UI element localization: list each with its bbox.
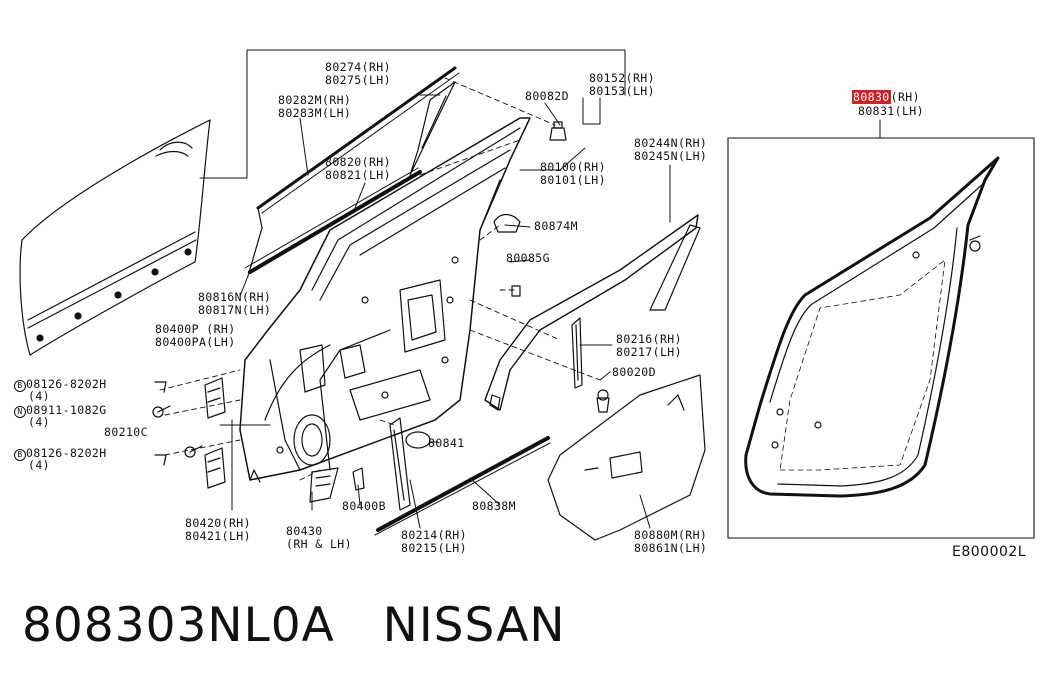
callout-80830-highlighted: 80830(RH) (852, 90, 920, 104)
callout-80274: 80274(RH) (325, 60, 391, 74)
callout-80210c: 80210C (104, 425, 148, 439)
callout-80244n: 80244N(RH) (634, 136, 708, 150)
bolt-qty-upper: (4) (28, 389, 50, 403)
callout-80400p: 80400P (RH) (155, 322, 236, 336)
callout-80283m: 80283M(LH) (278, 106, 352, 120)
callout-80282m: 80282M(RH) (278, 93, 352, 107)
division-bar (571, 317, 583, 389)
callout-80861n: 80861N(LH) (634, 541, 708, 555)
callout-80101: 80101(LH) (540, 173, 606, 187)
callout-80421: 80421(LH) (185, 529, 251, 543)
nut-symbol-icon: N (14, 406, 26, 418)
callout-80082d: 80082D (525, 89, 569, 103)
footer-caption: 808303NL0A NISSAN (22, 598, 566, 653)
parts-diagram (19, 49, 1035, 541)
callout-80420: 80420(RH) (185, 516, 251, 530)
callout-80841: 80841 (428, 436, 465, 450)
callout-80430: 80430 (286, 524, 323, 538)
callout-80820: 80820(RH) (325, 155, 391, 169)
callout-80245n: 80245N(LH) (634, 149, 708, 163)
callout-80020d: 80020D (612, 365, 656, 379)
glass-run-sash (244, 66, 460, 277)
callout-80085g: 80085G (506, 251, 550, 265)
callout-80831: 80831(LH) (858, 104, 924, 118)
assembly-guides (159, 77, 601, 481)
callout-80217: 80217(LH) (616, 345, 682, 359)
callout-80214: 80214(RH) (401, 528, 467, 542)
bolt-qty-lower: (4) (28, 458, 50, 472)
callout-80880m: 80880M(RH) (634, 528, 708, 542)
diagram-doc-id: E800002L (952, 544, 1027, 560)
callout-80100: 80100(RH) (540, 160, 606, 174)
callout-80830-side: (RH) (890, 90, 920, 104)
sealing-screen (547, 374, 706, 541)
bolt-symbol-icon: B (14, 380, 26, 392)
callout-80874m: 80874M (534, 219, 578, 233)
callout-80400pa: 80400PA(LH) (155, 335, 236, 349)
callout-80275: 80275(LH) (325, 73, 391, 87)
callout-80838m: 80838M (472, 499, 516, 513)
outer-door-skin (19, 119, 211, 356)
callout-80821: 80821(LH) (325, 168, 391, 182)
bolt-part-number: 08126-8202H (26, 377, 107, 391)
bolt-symbol-icon: B (14, 449, 26, 461)
callout-80430-side: (RH & LH) (286, 537, 352, 551)
footer-brand: NISSAN (382, 598, 566, 653)
callout-80816n: 80816N(RH) (198, 290, 272, 304)
callout-80400b: 80400B (342, 499, 386, 513)
lower-seals (309, 417, 551, 536)
leader-lines (199, 49, 881, 529)
footer-part-number: 808303NL0A (22, 598, 335, 653)
highlighted-part-number: 80830 (852, 90, 891, 104)
nut-qty: (4) (28, 415, 50, 429)
callout-80153: 80153(LH) (589, 84, 655, 98)
bolt-part-number: 08126-8202H (26, 446, 107, 460)
callout-80216: 80216(RH) (616, 332, 682, 346)
callout-80152: 80152(RH) (589, 71, 655, 85)
callout-80817n: 80817N(LH) (198, 303, 272, 317)
door-seal-box (727, 137, 1035, 539)
fasteners (152, 121, 610, 466)
door-hinges (204, 377, 226, 489)
upper-trim (484, 214, 701, 411)
callout-80215: 80215(LH) (401, 541, 467, 555)
inner-door-frame (239, 117, 531, 483)
nut-part-number: 08911-1082G (26, 403, 107, 417)
